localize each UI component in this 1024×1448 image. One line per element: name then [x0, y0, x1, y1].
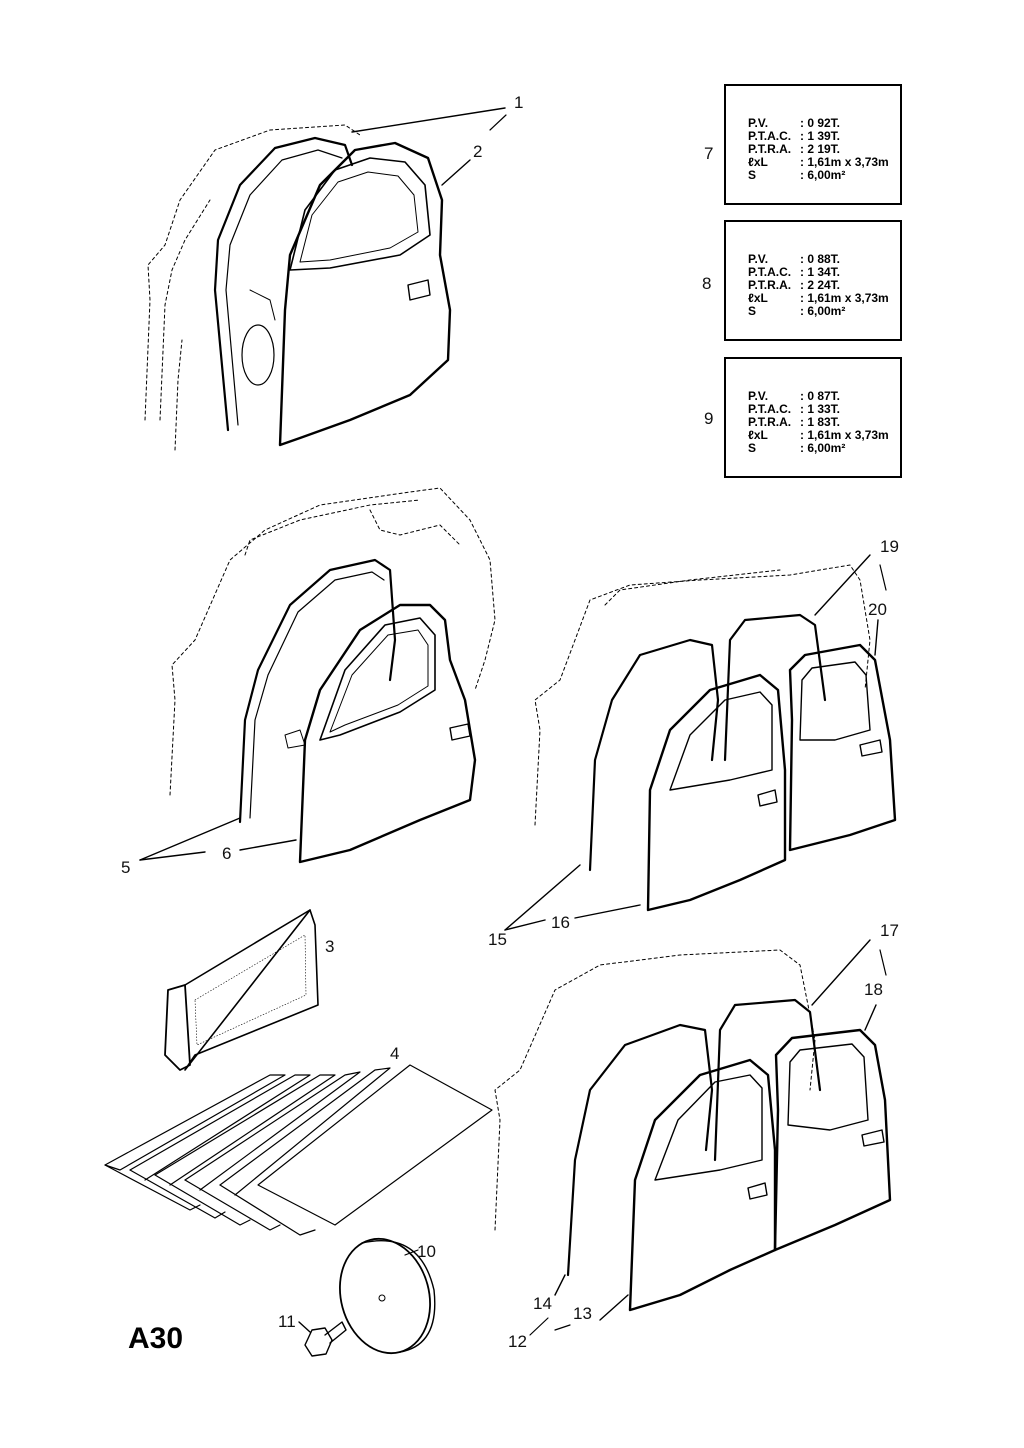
plate-key: P.T.R.A. — [748, 415, 792, 429]
plate-key: S — [748, 168, 757, 182]
callout-4: 4 — [390, 1044, 400, 1063]
plate-key: P.V. — [748, 252, 769, 266]
plate-value: : 0 87T. — [800, 389, 841, 403]
plate-key: P.T.R.A. — [748, 278, 792, 292]
callout-3: 3 — [325, 937, 335, 956]
callout-19: 19 — [880, 537, 899, 556]
sound-pad-part — [164, 909, 319, 1071]
callout-16: 16 — [551, 913, 570, 932]
plate-key: P.T.A.C. — [748, 129, 792, 143]
plate-value: : 1 39T. — [800, 129, 841, 143]
callout-11: 11 — [278, 1312, 296, 1331]
plate-key: ℓxL — [748, 428, 768, 442]
plate-key: S — [748, 304, 757, 318]
plate-value: : 2 19T. — [800, 142, 841, 156]
door-assembly-middle-left — [139, 487, 496, 864]
door-assembly-top — [144, 107, 507, 451]
plate-key: P.T.R.A. — [748, 142, 792, 156]
callout-18: 18 — [864, 980, 883, 999]
plate-key: S — [748, 441, 757, 455]
plate-value: : 2 24T. — [800, 278, 841, 292]
callout-6: 6 — [222, 844, 232, 863]
info-plate-8: P.V. : 0 88T. P.T.A.C. : 1 34T. P.T.R.A. : … — [724, 220, 902, 341]
callout-10: 10 — [417, 1242, 436, 1261]
plate-value: : 1 33T. — [800, 402, 841, 416]
callout-5: 5 — [121, 858, 131, 877]
plate-key: P.V. — [748, 116, 769, 130]
plate-value: : 1,61m x 3,73m — [800, 428, 889, 442]
sheet-stack-part — [104, 1064, 493, 1236]
info-plate-7: P.V. : 0 92T. P.T.A.C. : 1 39T. P.T.R.A. : … — [724, 84, 902, 205]
callout-8: 8 — [702, 274, 712, 293]
plate-key: ℓxL — [748, 291, 768, 305]
plate-key: P.T.A.C. — [748, 402, 792, 416]
info-plate-9: P.V. : 0 87T. P.T.A.C. : 1 33T. P.T.R.A. : … — [724, 357, 902, 478]
plate-value: : 1,61m x 3,73m — [800, 155, 889, 169]
plate-value: : 1,61m x 3,73m — [800, 291, 889, 305]
plate-value: : 6,00m² — [800, 168, 846, 182]
plate-value: : 0 88T. — [800, 252, 841, 266]
plate-key: P.V. — [748, 389, 769, 403]
callout-14: 14 — [533, 1294, 552, 1313]
cap-part — [339, 1237, 436, 1355]
plate-key: P.T.A.C. — [748, 265, 792, 279]
callout-20: 20 — [868, 600, 887, 619]
callout-9: 9 — [704, 409, 714, 428]
callout-15: 15 — [488, 930, 507, 949]
page-code: A30 — [128, 1322, 184, 1355]
callout-12: 12 — [508, 1332, 527, 1351]
callout-17: 17 — [880, 921, 899, 940]
door-assembly-middle-right — [504, 554, 897, 931]
plate-value: : 6,00m² — [800, 304, 846, 318]
plate-key: ℓxL — [748, 155, 768, 169]
callout-7: 7 — [704, 144, 714, 163]
plate-value: : 6,00m² — [800, 441, 846, 455]
callout-13: 13 — [573, 1304, 592, 1323]
callout-1: 1 — [514, 93, 524, 112]
door-assembly-bottom-right — [494, 939, 892, 1336]
plate-value: : 1 83T. — [800, 415, 841, 429]
bolt-part — [298, 1321, 347, 1357]
plate-value: : 0 92T. — [800, 116, 841, 130]
plate-value: : 1 34T. — [800, 265, 841, 279]
callout-2: 2 — [473, 142, 483, 161]
